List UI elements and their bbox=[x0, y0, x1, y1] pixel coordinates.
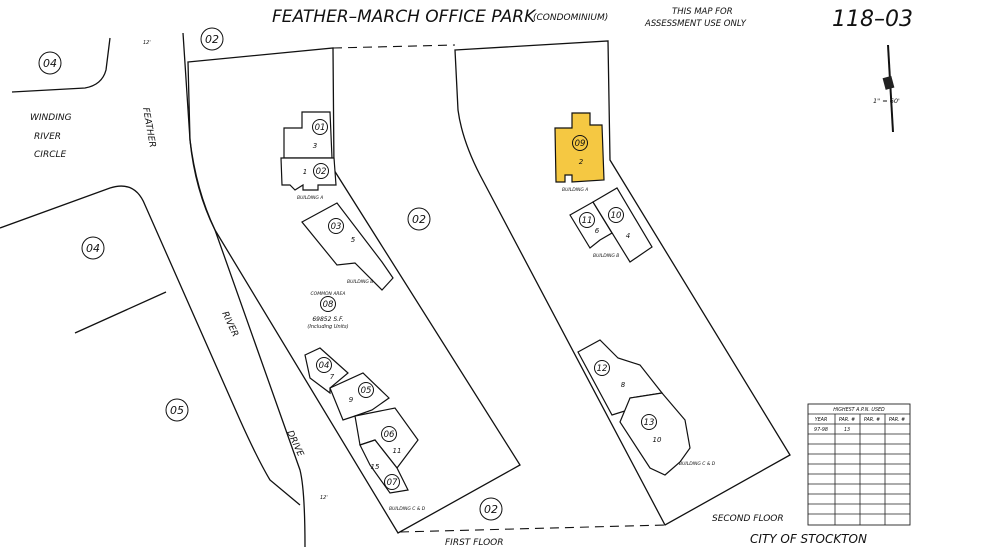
unit-1[interactable] bbox=[280, 157, 337, 191]
unit-9[interactable] bbox=[329, 372, 390, 421]
unit-5[interactable] bbox=[301, 202, 394, 291]
second-floor-label: SECOND FLOOR bbox=[712, 514, 784, 524]
apn-header-par-2: PAR. # bbox=[864, 417, 880, 423]
unit-number-3: 3 bbox=[313, 142, 317, 150]
unit-parcel-07[interactable]: 07 bbox=[387, 478, 398, 488]
street-winding: WINDING bbox=[30, 113, 72, 123]
parcel-02-bottom[interactable]: 02 bbox=[484, 503, 498, 516]
parcel-04-a[interactable]: 04 bbox=[43, 57, 57, 70]
unit-number-10: 10 bbox=[653, 436, 662, 444]
unit-15[interactable] bbox=[359, 439, 409, 494]
building-label-right-cd: BUILDING C & D bbox=[679, 461, 716, 467]
scale-label: 1" = 60' bbox=[873, 97, 900, 105]
road-lines bbox=[0, 32, 306, 547]
unit-number-7: 7 bbox=[330, 373, 335, 381]
common-area-label: COMMON AREA bbox=[311, 291, 346, 297]
unit-3[interactable] bbox=[283, 111, 333, 159]
unit-number-1: 1 bbox=[303, 168, 307, 176]
unit-4[interactable] bbox=[592, 187, 653, 263]
unit-2-highlighted[interactable] bbox=[554, 112, 605, 183]
unit-number-5: 5 bbox=[351, 236, 356, 244]
unit-parcel-01[interactable]: 01 bbox=[315, 123, 326, 133]
unit-number-8: 8 bbox=[621, 381, 626, 389]
apn-table-title: HIGHEST A.P.N. USED bbox=[833, 407, 885, 413]
map-subtitle: (CONDOMINIUM) bbox=[533, 13, 608, 23]
parcel-05[interactable]: 05 bbox=[170, 404, 184, 417]
building-label-right-b: BUILDING B bbox=[593, 253, 619, 259]
unit-parcel-05[interactable]: 05 bbox=[361, 386, 372, 396]
city-label: CITY OF STOCKTON bbox=[750, 532, 867, 546]
unit-parcel-03[interactable]: 03 bbox=[331, 222, 342, 232]
unit-parcel-13[interactable]: 13 bbox=[644, 418, 655, 428]
common-area-note: (Including Units) bbox=[307, 324, 348, 330]
unit-number-2: 2 bbox=[579, 158, 584, 166]
parcel-04-b[interactable]: 04 bbox=[86, 242, 100, 255]
unit-number-11: 11 bbox=[393, 447, 402, 455]
dimension-1: 12' bbox=[143, 40, 151, 46]
unit-number-9: 9 bbox=[349, 396, 354, 404]
map-title: FEATHER–MARCH OFFICE PARK bbox=[272, 7, 537, 27]
street-drive: DRIVE bbox=[284, 429, 305, 459]
apn-header-par-1: PAR. # bbox=[839, 417, 855, 423]
street-river: RIVER bbox=[219, 310, 239, 339]
map-number: 118–03 bbox=[832, 7, 913, 32]
left-lot-boundary bbox=[187, 47, 521, 534]
apn-header-year: YEAR bbox=[815, 417, 828, 423]
street-circle: CIRCLE bbox=[34, 150, 66, 160]
lot-line-bottom bbox=[399, 524, 666, 533]
street-river-2: RIVER bbox=[34, 132, 61, 142]
unit-parcel-06[interactable]: 06 bbox=[384, 430, 395, 440]
unit-number-4: 4 bbox=[626, 232, 630, 240]
notice-line-1: THIS MAP FOR bbox=[672, 7, 733, 17]
unit-parcel-12[interactable]: 12 bbox=[597, 364, 608, 374]
lot-line-top bbox=[332, 44, 456, 49]
apn-header-par-3: PAR. # bbox=[889, 417, 905, 423]
dimension-2: 12' bbox=[320, 495, 328, 501]
unit-parcel-04[interactable]: 04 bbox=[319, 361, 330, 371]
unit-6[interactable] bbox=[569, 201, 613, 249]
building-label-left-a: BUILDING A bbox=[297, 195, 323, 201]
apn-row-par-1: 13 bbox=[844, 427, 850, 433]
unit-number-6: 6 bbox=[595, 227, 600, 235]
unit-parcel-08[interactable]: 08 bbox=[323, 300, 334, 310]
unit-10[interactable] bbox=[619, 392, 691, 476]
highest-apn-table bbox=[807, 403, 911, 526]
parcel-circles bbox=[38, 27, 657, 521]
street-feather: FEATHER bbox=[140, 107, 157, 149]
notice-line-2: ASSESSMENT USE ONLY bbox=[644, 19, 747, 29]
unit-parcel-09[interactable]: 09 bbox=[575, 139, 586, 149]
parcel-02-mid[interactable]: 02 bbox=[412, 213, 426, 226]
first-floor-label: FIRST FLOOR bbox=[445, 538, 504, 547]
unit-parcel-02[interactable]: 02 bbox=[316, 167, 327, 177]
right-lot-boundary bbox=[454, 40, 791, 526]
building-label-right-a: BUILDING A bbox=[562, 187, 588, 193]
common-area-size: 69852 S.F. bbox=[312, 316, 343, 323]
unit-parcel-10[interactable]: 10 bbox=[611, 211, 622, 221]
unit-parcel-11[interactable]: 11 bbox=[582, 216, 593, 226]
north-arrow-icon bbox=[882, 44, 895, 133]
unit-number-15: 15 bbox=[371, 463, 380, 471]
building-label-left-cd: BUILDING C & D bbox=[389, 506, 426, 512]
parcel-02-top[interactable]: 02 bbox=[205, 33, 219, 46]
building-label-left-b: BUILDING B bbox=[347, 279, 373, 285]
apn-row-year: 97-98 bbox=[814, 427, 828, 433]
